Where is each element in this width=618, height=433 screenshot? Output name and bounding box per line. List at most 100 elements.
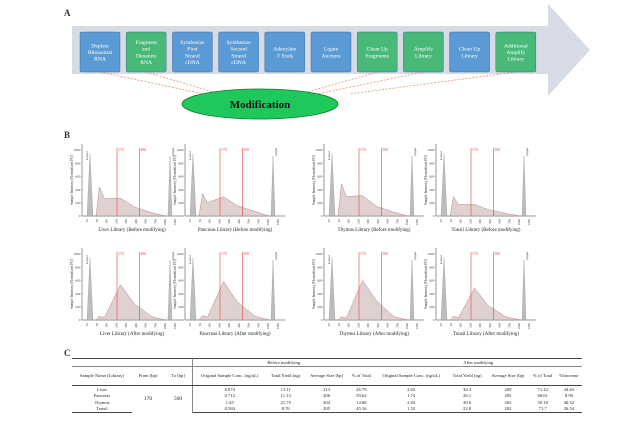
cell-a-pct: 71.7	[529, 405, 556, 413]
step-synthesize-second-strand-cdna-text: Synthesize	[226, 40, 251, 46]
y-tick-label: 200	[429, 201, 434, 205]
y-axis-label: Sample Intensity [Normalized FU]	[312, 259, 316, 309]
cell-b-size: 205	[304, 405, 349, 413]
step-synthesize-first-strand-cdna-text: First	[187, 47, 198, 53]
x-tick-label: 700	[507, 323, 511, 328]
x-tick-label: 1500	[173, 323, 177, 330]
lower-marker-peak	[86, 257, 94, 321]
y-axis-label: Sample Intensity [Normalized FU]	[312, 155, 316, 205]
col-to: To [bp]	[164, 366, 193, 386]
step-additional-amplify-library-text: Additional	[504, 43, 528, 49]
x-tick-label: 400	[488, 323, 492, 328]
plot-title: Pancreas Library (After modifying)	[199, 332, 271, 337]
panel-label-c: C	[64, 348, 71, 358]
step-synthesize-second-strand-cdna-text: cDNA	[231, 60, 246, 66]
lower-marker-peak	[440, 153, 448, 217]
y-tick-label: 600	[429, 279, 434, 283]
step-deplete-ribosomal-rna-text: Deplete	[91, 43, 109, 49]
x-tick-label: 700	[153, 323, 157, 328]
modification-connector	[99, 71, 205, 95]
step-amplify-library-box	[403, 31, 444, 73]
step-adenylate-3-ends-text: 3' Ends	[277, 53, 293, 59]
electropherogram-plot: Sample Intensity [Normalized FU]02004006…	[424, 248, 536, 337]
upper-marker-label: Upper	[274, 147, 278, 156]
x-tick-label: 25	[85, 323, 89, 327]
cell-b-size: 213	[323, 386, 331, 392]
cell-b-yield: 13.11	[280, 386, 291, 392]
y-tick-label: 1000	[428, 252, 435, 256]
lower-marker-peak	[189, 153, 197, 217]
plot-title: Thymus Library (Before modifying)	[338, 228, 411, 233]
lower-marker-peak	[189, 257, 197, 321]
x-tick-label: 300	[124, 323, 128, 328]
y-tick-label: 200	[178, 201, 183, 205]
x-tick-label: 200	[468, 219, 472, 224]
electropherogram-grid: Sample Intensity [Normalized FU]02004006…	[70, 144, 536, 337]
table-row: Tonsil 0.584 8.76 205 45.16 1.52 22.8 20…	[72, 405, 582, 413]
x-tick-label: 50	[198, 219, 202, 223]
y-axis-label: Sample Intensity [Normalized FU]	[173, 155, 177, 205]
col-from: From [bp]	[132, 366, 164, 386]
x-tick-label: 1000	[405, 219, 409, 226]
x-tick-label: 300	[366, 219, 370, 224]
step-synthesize-first-strand-cdna-box	[172, 31, 213, 73]
x-tick-label: 300	[124, 219, 128, 224]
x-tick-label: 200	[468, 323, 472, 328]
plot-title: Thymus Library (After modifying)	[339, 332, 409, 337]
x-tick-label: 1000	[517, 219, 521, 226]
lower-marker-label: Lower	[439, 150, 443, 160]
step-deplete-ribosomal-rna-text: Ribosomal	[88, 50, 113, 56]
cell-increase: 40.52	[563, 399, 575, 405]
plot-title: Pancreas Library (Before modifying)	[198, 228, 273, 233]
y-tick-label: 800	[429, 265, 434, 269]
lower-marker-peak	[328, 257, 336, 321]
x-tick-label: 100	[459, 323, 463, 328]
range-start-label: 170	[118, 148, 124, 152]
range-end-label: 500	[140, 148, 146, 152]
y-tick-label: 400	[429, 188, 434, 192]
range-end-label: 500	[494, 252, 500, 256]
range-start-label: 170	[472, 252, 478, 256]
step-amplify-library-text: Amplify	[414, 46, 433, 53]
x-tick-label: 300	[478, 219, 482, 224]
cell-a-size: 202	[486, 405, 530, 413]
lower-marker-label: Lower	[327, 150, 331, 160]
x-tick-label: 300	[227, 219, 231, 224]
x-tick-label: 1000	[266, 323, 270, 330]
x-tick-label: 400	[488, 219, 492, 224]
cell-a-pct: 71.42	[537, 386, 548, 392]
table-header-spacer	[72, 358, 193, 367]
table-row: Pancreas 0.712 11.13 206 59.62 1.74 26.1…	[72, 393, 582, 400]
step-clean-up-fragments-box	[357, 31, 398, 73]
x-tick-label: 500	[144, 219, 148, 224]
range-end-label: 500	[243, 252, 249, 256]
x-tick-label: 1000	[517, 323, 521, 330]
cell-a-yield: 26.1	[463, 393, 472, 399]
step-ligate-anchors-text: Ligate	[324, 47, 339, 53]
col-sample-name: Sample Name (Library)	[72, 366, 132, 386]
lower-marker-label: Lower	[439, 254, 443, 264]
upper-marker-peak	[167, 259, 173, 321]
cell-a-pct: 50.18	[537, 399, 548, 405]
lower-marker-peak	[440, 257, 448, 321]
modification-connector	[317, 71, 424, 95]
y-tick-label: 600	[75, 279, 80, 283]
x-tick-label: 50	[449, 219, 453, 223]
cell-to: 500	[164, 385, 193, 413]
col-before-yield: Total Yield (ng)	[266, 366, 305, 386]
step-fragment-and-denature-rna-text: RNA	[140, 60, 152, 66]
lower-marker-peak	[86, 153, 94, 217]
range-end-label: 500	[243, 148, 249, 152]
x-tick-label: 500	[498, 323, 502, 328]
col-after-pct: % of Total	[529, 366, 556, 386]
x-tick-label: 700	[395, 219, 399, 224]
step-additional-amplify-library-text: Library	[507, 57, 524, 63]
y-axis-label: Sample Intensity [Normalized FU]	[70, 259, 74, 309]
x-tick-label: 200	[217, 323, 221, 328]
yield-table: Before modifying After modifying Sample …	[72, 358, 582, 413]
table-row: Liver 170 500 0.874 13.11 213 26.79 2.02…	[72, 385, 582, 413]
step-synthesize-first-strand-cdna-text: Synthesize	[180, 40, 205, 46]
